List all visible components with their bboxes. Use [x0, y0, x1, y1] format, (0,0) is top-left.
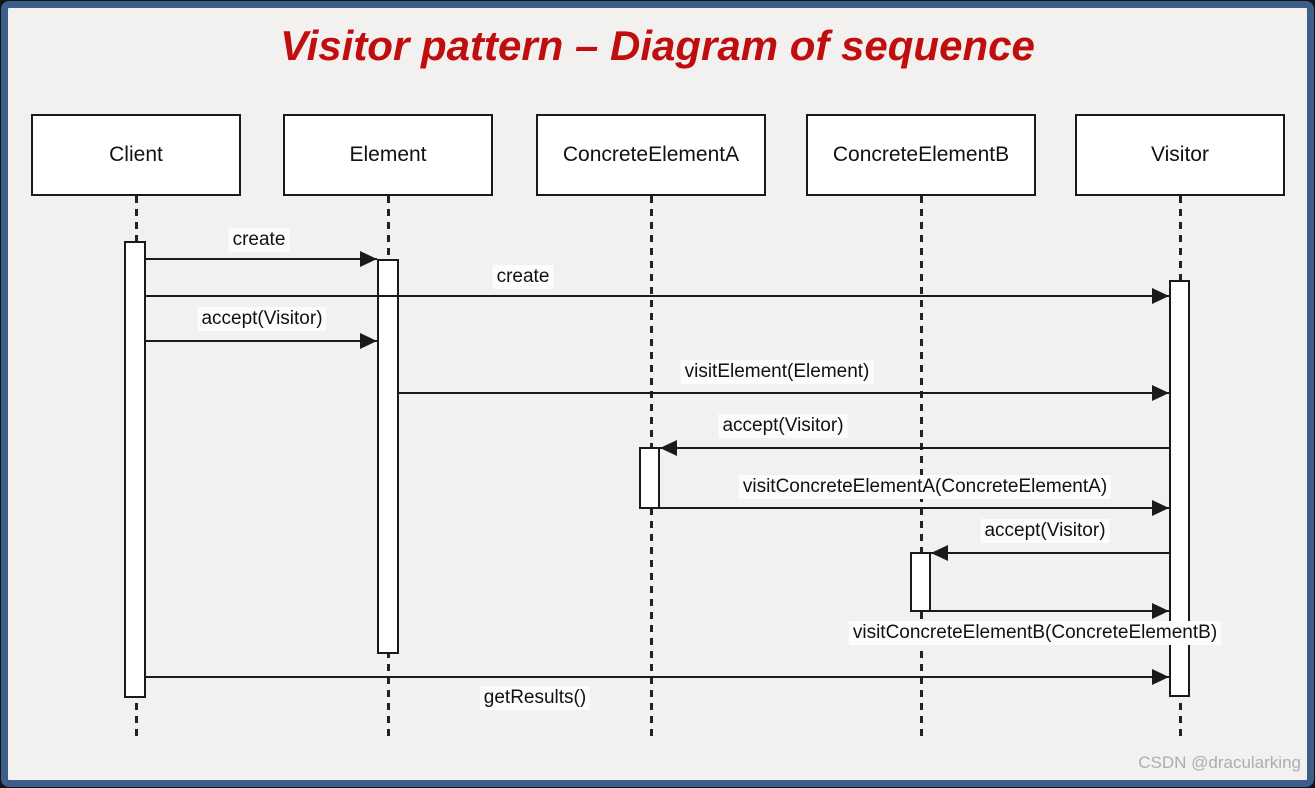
message-line	[931, 610, 1169, 612]
message-line	[146, 676, 1169, 678]
activation-concreteElementB	[910, 552, 931, 612]
activation-concreteElementA	[639, 447, 660, 509]
message-label: visitConcreteElementB(ConcreteElementB)	[848, 621, 1222, 645]
message-arrowhead-left	[660, 440, 677, 456]
message-label: visitElement(Element)	[680, 360, 874, 384]
message-label: accept(Visitor)	[197, 307, 327, 331]
message-line	[399, 392, 1169, 394]
message-arrowhead-right	[1152, 669, 1169, 685]
watermark-text: CSDN @dracularking	[1138, 753, 1301, 772]
message-label: getResults()	[479, 686, 591, 710]
message-line	[660, 507, 1169, 509]
lifeline-concreteElementB	[919, 196, 923, 738]
message-label: accept(Visitor)	[980, 519, 1110, 543]
message-label: visitConcreteElementA(ConcreteElementA)	[738, 475, 1112, 499]
message-arrowhead-right	[1152, 288, 1169, 304]
message-label: accept(Visitor)	[718, 414, 848, 438]
actor-box-concreteElementA: ConcreteElementA	[536, 114, 766, 196]
message-line	[931, 552, 1169, 554]
activation-client	[124, 241, 146, 698]
message-line	[146, 340, 377, 342]
message-line	[660, 447, 1169, 449]
message-arrowhead-right	[1152, 603, 1169, 619]
actor-box-client: Client	[31, 114, 241, 196]
activation-visitor	[1169, 280, 1190, 697]
message-label: create	[228, 228, 290, 252]
page-title: Visitor pattern – Diagram of sequence	[280, 22, 1035, 69]
message-line	[146, 295, 1169, 297]
actor-box-concreteElementB: ConcreteElementB	[806, 114, 1036, 196]
message-label: create	[492, 265, 554, 289]
message-arrowhead-right	[1152, 385, 1169, 401]
message-arrowhead-right	[360, 251, 377, 267]
activation-element	[377, 259, 399, 654]
actor-box-visitor: Visitor	[1075, 114, 1285, 196]
message-line	[146, 258, 377, 260]
message-arrowhead-right	[360, 333, 377, 349]
message-arrowhead-left	[931, 545, 948, 561]
actor-box-element: Element	[283, 114, 493, 196]
message-arrowhead-right	[1152, 500, 1169, 516]
